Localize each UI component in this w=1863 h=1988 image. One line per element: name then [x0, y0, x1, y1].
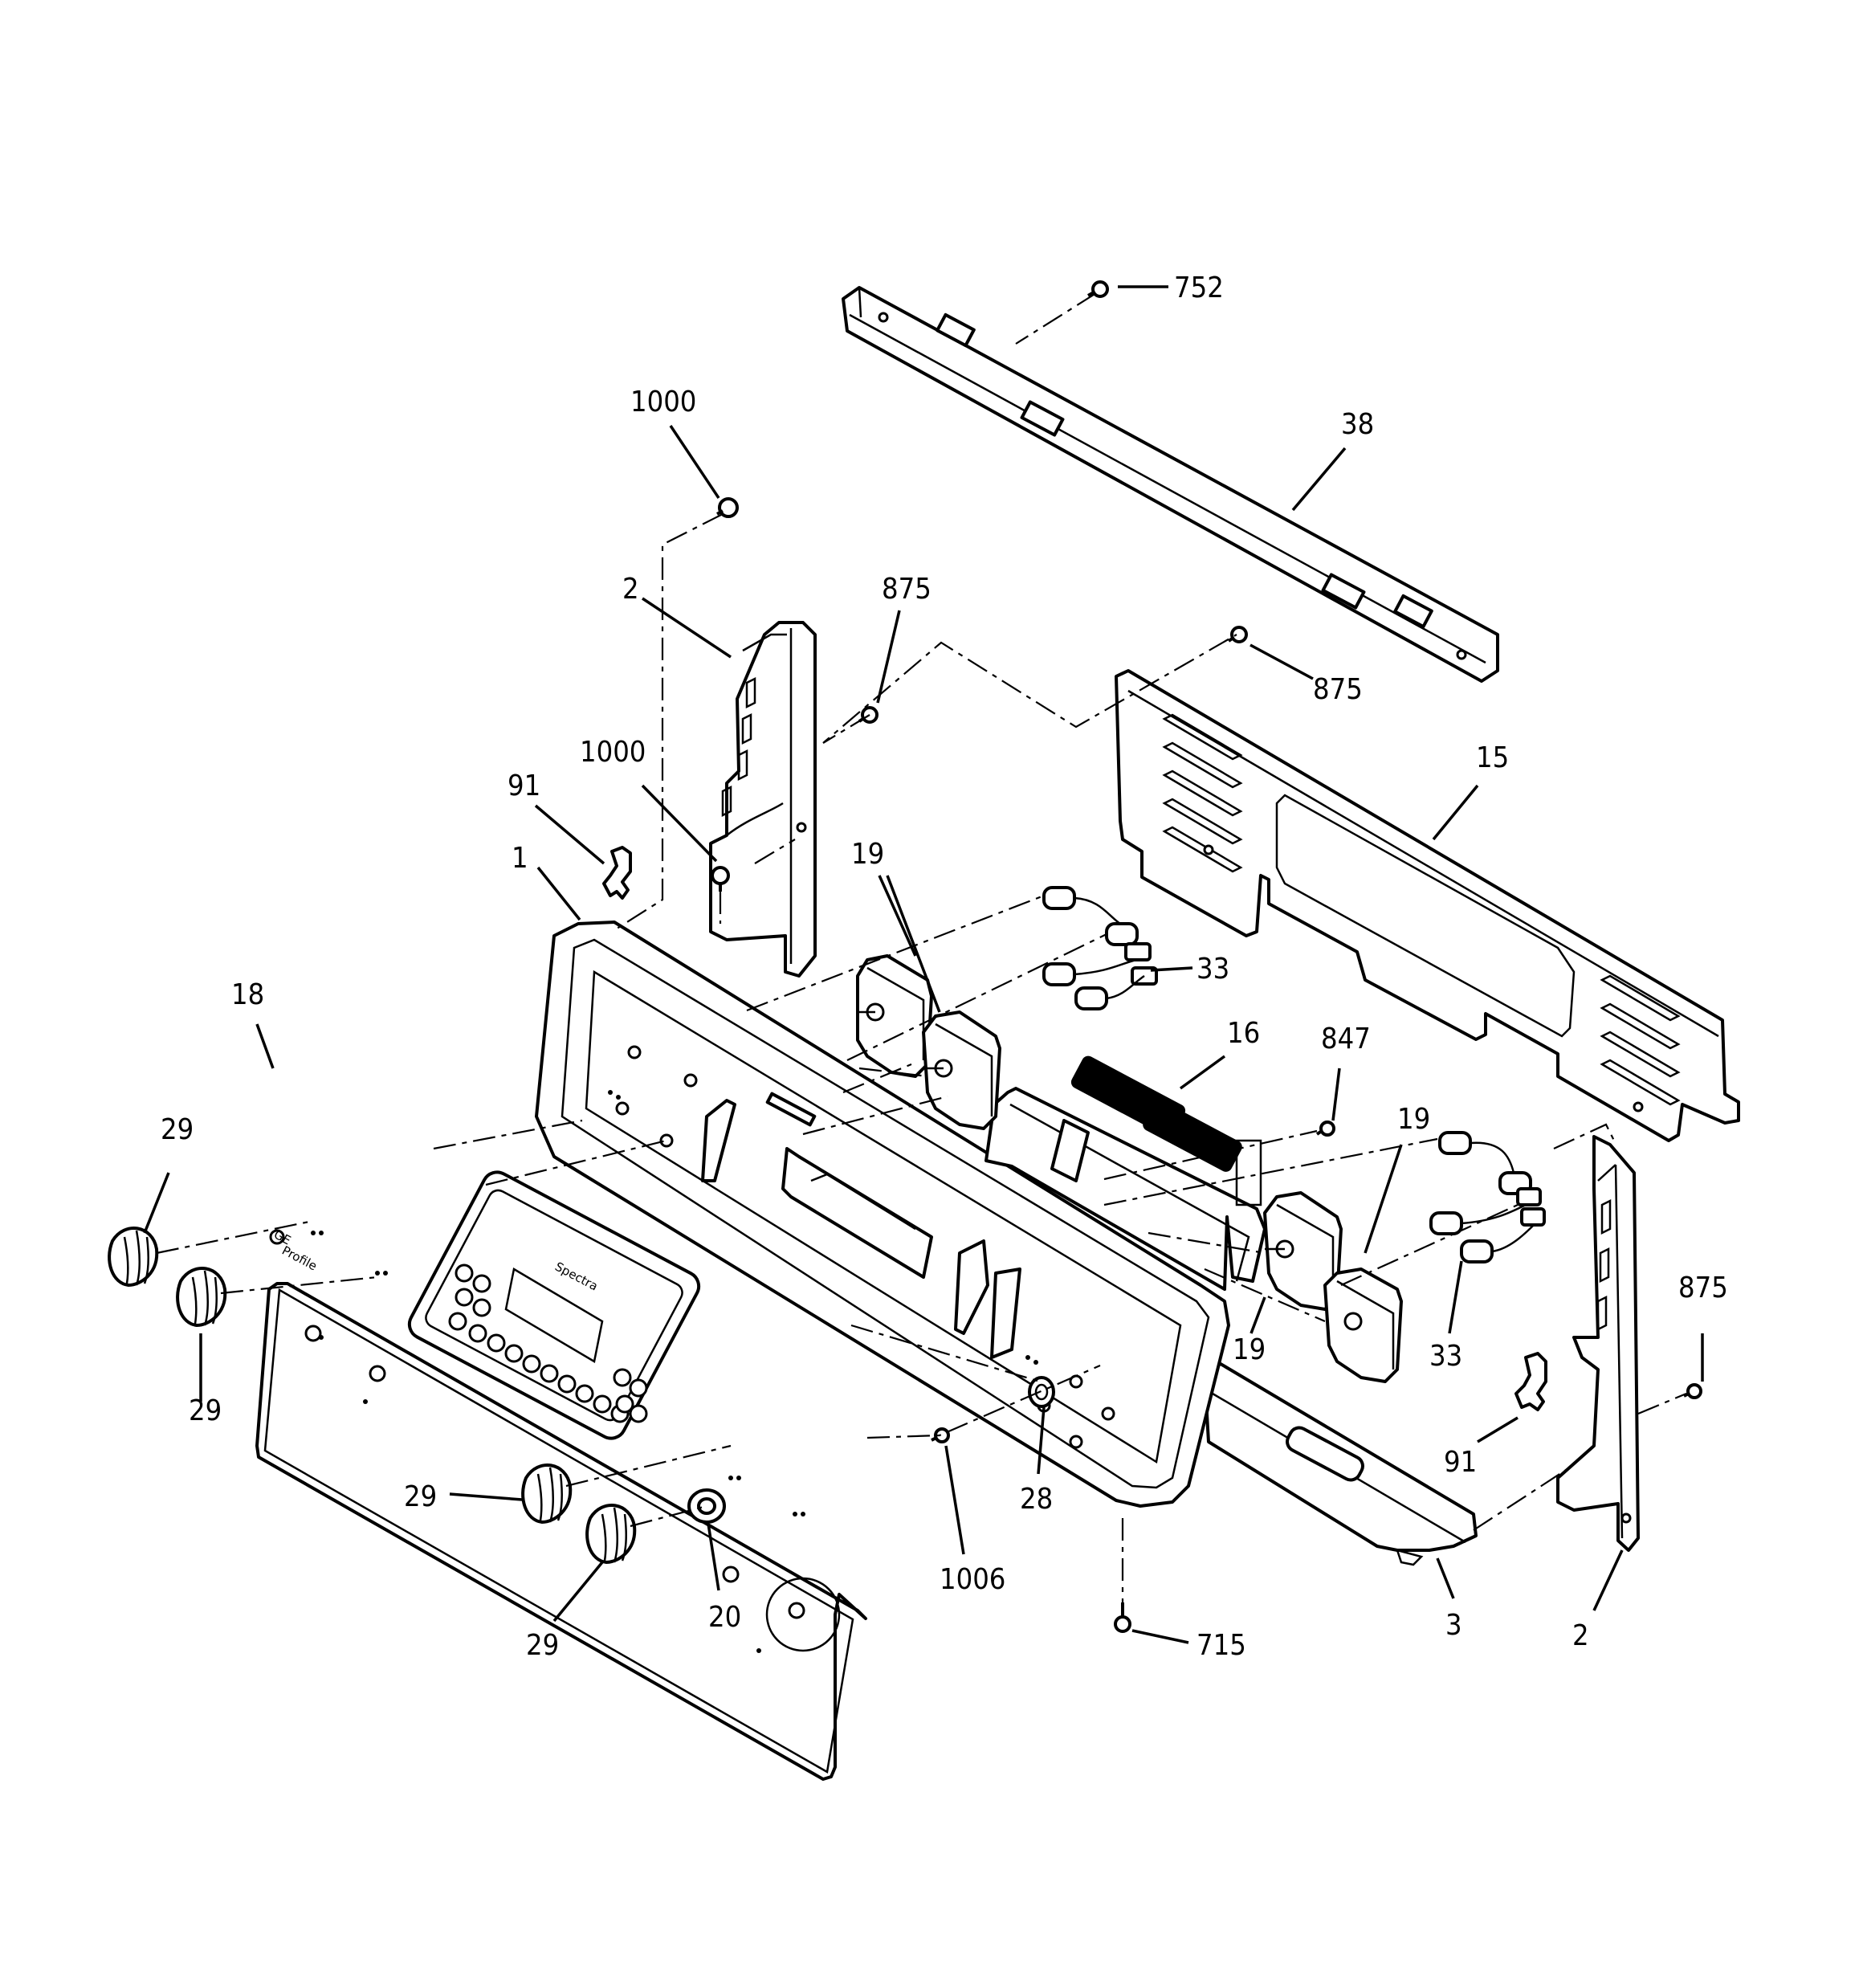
rail-part-38 — [842, 286, 1499, 683]
screw-part-1000-mid — [711, 866, 730, 892]
rear-panel-part-15 — [1115, 669, 1740, 1142]
callout-3: 3 — [1445, 1609, 1462, 1642]
spacer-part-28 — [1028, 1376, 1055, 1408]
callout-15: 15 — [1476, 741, 1509, 774]
screw-part-1000-top — [716, 497, 739, 518]
screw-part-715 — [1114, 1602, 1131, 1633]
knob-part-29-a — [108, 1227, 159, 1287]
callout-29-b: 29 — [189, 1394, 222, 1427]
end-cap-left-part-2 — [709, 621, 817, 978]
switch-part-19-b — [922, 1010, 1001, 1130]
screw-part-847 — [1315, 1121, 1335, 1137]
callout-18: 18 — [231, 978, 264, 1011]
knob-part-29-b — [176, 1267, 227, 1327]
callout-847: 847 — [1321, 1023, 1371, 1055]
callout-16: 16 — [1227, 1017, 1260, 1050]
screw-part-752 — [1087, 280, 1109, 298]
callout-33-bottom: 33 — [1429, 1340, 1462, 1373]
callout-19-top: 19 — [851, 838, 884, 871]
bottom-rail-part-3 — [1203, 1362, 1478, 1566]
callout-19-right: 19 — [1397, 1103, 1430, 1136]
callout-29-a: 29 — [161, 1113, 194, 1146]
callout-875-c: 875 — [1678, 1272, 1728, 1304]
panel-logo-sub: Profile — [279, 1243, 320, 1274]
knob-part-29-d — [585, 1504, 637, 1564]
leader-lines — [143, 285, 1704, 1644]
wire-harness-part-33-top — [1042, 886, 1158, 1010]
vent-louvers-right — [1600, 974, 1681, 1106]
callout-1000-top: 1000 — [630, 386, 696, 418]
callout-2-right: 2 — [1572, 1619, 1589, 1652]
screw-part-875-b — [1227, 626, 1248, 643]
vent-louvers-left — [1162, 713, 1243, 873]
screw-part-875-c — [1683, 1383, 1702, 1399]
screw-part-1006 — [931, 1427, 950, 1443]
callout-752: 752 — [1174, 271, 1224, 304]
frame-window — [781, 1147, 933, 1279]
callout-29-d: 29 — [526, 1629, 559, 1662]
display-keypad — [407, 1170, 701, 1440]
callout-labels: 752 38 1000 2 875 875 15 1000 91 1 19 33… — [161, 271, 1728, 1662]
knob-part-29-c — [521, 1463, 573, 1524]
switch-part-19-a — [856, 954, 933, 1078]
callout-1: 1 — [512, 842, 528, 875]
assembly-lines — [156, 292, 1687, 1602]
callout-20: 20 — [708, 1601, 741, 1634]
control-frame-part-1 — [535, 921, 1230, 1508]
callout-33-top: 33 — [1196, 953, 1229, 986]
callout-29-c: 29 — [404, 1480, 437, 1513]
wire-harness-part-33-bottom — [1429, 1131, 1546, 1263]
callout-875-a: 875 — [882, 573, 932, 606]
bracket-part-91-left — [602, 846, 632, 900]
callout-91-right: 91 — [1444, 1446, 1477, 1479]
control-unit-part-16 — [984, 1055, 1266, 1291]
end-cap-right-part-2 — [1556, 1135, 1640, 1552]
callout-28: 28 — [1020, 1483, 1053, 1516]
callout-91-left: 91 — [508, 769, 540, 802]
callout-38: 38 — [1341, 408, 1374, 441]
callout-2-left: 2 — [622, 573, 639, 606]
callout-1000-mid: 1000 — [580, 736, 646, 769]
callout-715: 715 — [1196, 1629, 1246, 1662]
switch-part-19-d — [1323, 1268, 1403, 1383]
callout-19-bottom: 19 — [1233, 1333, 1266, 1366]
front-panel-part-18: GE Profile Spectra — [255, 1170, 867, 1781]
callout-875-b: 875 — [1313, 673, 1363, 706]
bezel-part-20 — [687, 1488, 726, 1524]
bracket-part-91-right — [1514, 1352, 1547, 1411]
callout-1006: 1006 — [940, 1563, 1005, 1596]
